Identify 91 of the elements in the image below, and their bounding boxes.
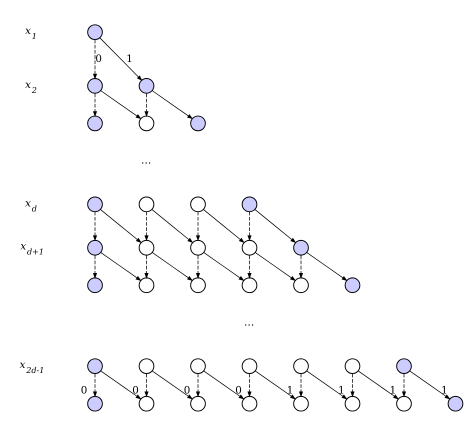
arrow — [247, 210, 252, 241]
arrow — [152, 370, 194, 399]
node-label: 1 — [441, 384, 448, 396]
node-circle — [242, 358, 258, 374]
node-circle — [293, 395, 309, 412]
node-circle — [344, 276, 360, 293]
node-circle — [242, 239, 258, 256]
arrow — [144, 210, 149, 241]
arrow — [254, 252, 296, 281]
node-circle — [344, 395, 360, 412]
node-circle — [448, 395, 464, 412]
arrow — [196, 254, 200, 278]
arrow — [92, 373, 98, 397]
arrow — [196, 373, 200, 397]
node-circle — [138, 358, 154, 374]
node-circle — [396, 395, 412, 412]
arrow — [254, 208, 296, 243]
node-circle — [87, 395, 103, 412]
label: x$_{2d-1}$ — [20, 358, 44, 375]
node-label: 1 — [390, 384, 396, 396]
node-circle — [138, 196, 154, 212]
label: … — [140, 154, 152, 166]
node-circle — [190, 115, 206, 131]
arrow — [100, 252, 142, 281]
arrow — [306, 370, 348, 399]
arrow — [152, 208, 194, 243]
arrow — [358, 370, 400, 399]
label: … — [244, 316, 254, 328]
node-circle — [242, 395, 258, 412]
node-circle — [87, 196, 103, 212]
arrow — [350, 373, 355, 397]
node-label: 1 — [338, 384, 345, 396]
node-circle — [293, 239, 309, 256]
node-circle — [293, 358, 309, 374]
arrow — [100, 370, 142, 399]
node-circle — [87, 115, 103, 131]
node-circle — [242, 276, 258, 293]
node-circle — [87, 78, 103, 94]
node-label: 0 — [184, 384, 190, 396]
arrow — [144, 92, 149, 117]
node-circle — [190, 276, 206, 293]
label: x$_{1}$ — [25, 24, 37, 41]
node-circle — [190, 239, 206, 256]
arrow — [306, 252, 348, 281]
node-circle — [190, 196, 206, 212]
node-circle — [87, 24, 103, 40]
node-circle — [344, 358, 360, 374]
arrow — [203, 370, 245, 399]
arrow — [247, 254, 252, 278]
node-circle — [396, 358, 412, 374]
arrow — [100, 208, 142, 243]
arrow — [92, 210, 98, 241]
arrow — [92, 254, 98, 278]
node-circle — [138, 78, 154, 94]
arrow — [203, 208, 245, 243]
arrow — [402, 373, 406, 397]
label: x$_{d+1}$ — [20, 240, 44, 256]
edge-label: 0 — [95, 52, 102, 64]
node-label: 0 — [80, 384, 88, 396]
arrow — [152, 90, 194, 119]
arrow — [409, 370, 451, 399]
edge-label: 1 — [126, 52, 133, 64]
arrow — [92, 92, 98, 117]
node-label: 0 — [235, 384, 242, 396]
node-circle — [138, 395, 154, 412]
node-circle — [87, 358, 103, 374]
node-circle — [138, 115, 154, 131]
arrow — [152, 252, 194, 281]
arrow — [92, 38, 98, 80]
arrow — [196, 210, 200, 241]
node-circle — [138, 239, 154, 256]
arrow — [298, 373, 304, 397]
node-circle — [87, 239, 103, 256]
arrow — [203, 252, 245, 281]
arrow — [144, 373, 149, 397]
arrow — [298, 254, 304, 278]
arrow — [254, 370, 296, 399]
arrow — [100, 37, 142, 81]
arrow — [247, 373, 252, 397]
label: x$_{d}$ — [25, 196, 37, 213]
label: x$_{2}$ — [25, 78, 37, 94]
node-circle — [242, 196, 258, 212]
node-circle — [87, 276, 103, 293]
arrow — [144, 254, 149, 278]
node-circle — [293, 276, 309, 293]
arrow — [100, 90, 142, 119]
node-label: 0 — [132, 384, 139, 396]
node-circle — [138, 276, 154, 293]
node-label: 1 — [286, 384, 294, 396]
node-circle — [190, 358, 206, 374]
node-circle — [190, 395, 206, 412]
